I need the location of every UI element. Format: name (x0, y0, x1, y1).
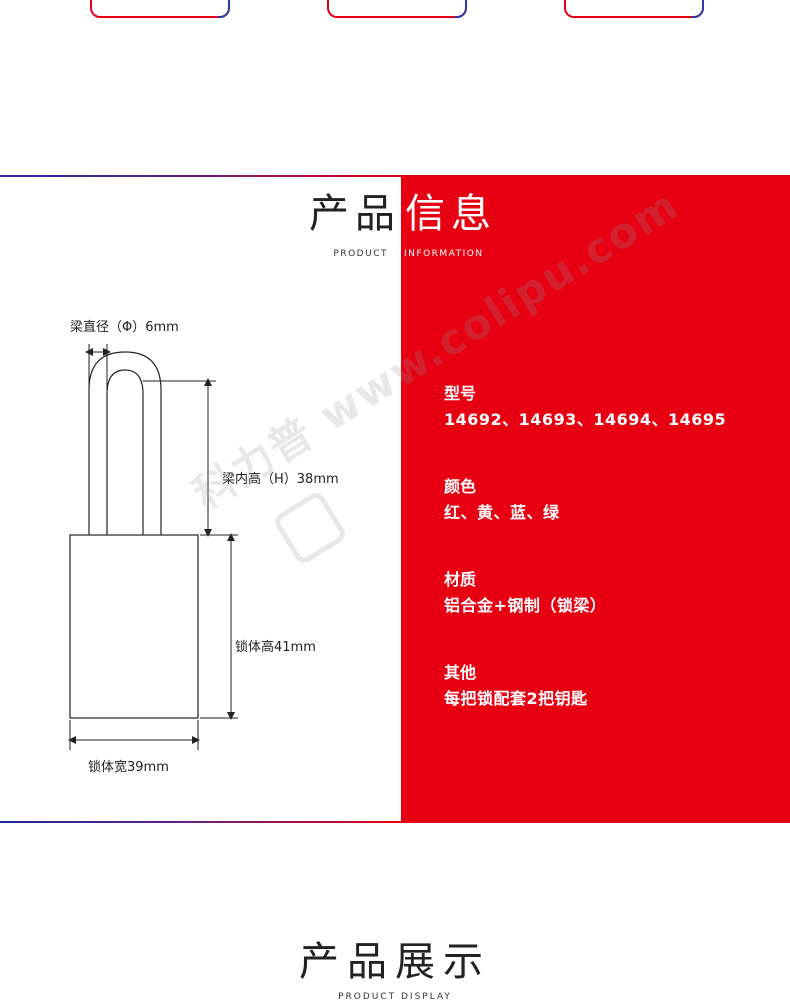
shackle-outer-outline (88, 351, 162, 535)
top-tab-button-2[interactable] (327, 0, 467, 18)
spec-label-material: 材质 (444, 570, 477, 589)
label-shackle-diameter: 梁直径（Φ）6mm (70, 320, 179, 335)
padlock-dimension-diagram (68, 344, 238, 750)
spec-label-color: 颜色 (444, 477, 477, 496)
display-section-title: 产品展示 (299, 939, 491, 985)
lock-body-outline (69, 534, 199, 719)
shackle-inner-outline (106, 369, 144, 535)
section-title-right: 信息 (405, 191, 497, 237)
spec-value-model: 14692、14693、14694、14695 (444, 410, 727, 429)
spec-label-other: 其他 (444, 663, 477, 682)
top-tab-button-3[interactable] (564, 0, 704, 18)
spec-value-color: 红、黄、蓝、绿 (444, 503, 560, 522)
spec-label-model: 型号 (444, 384, 477, 403)
top-tab-button-1[interactable] (90, 0, 230, 18)
section-subtitle-right: INFORMATION (404, 249, 484, 259)
section-bottom-line (0, 821, 790, 823)
spec-value-material: 铝合金+钢制（锁梁） (444, 596, 607, 615)
display-section-subtitle: PRODUCT DISPLAY (338, 992, 452, 1002)
red-info-panel (401, 176, 790, 822)
section-title-left: 产品 (309, 191, 401, 237)
label-body-height: 锁体高41mm (235, 640, 316, 655)
label-body-width: 锁体宽39mm (88, 760, 169, 775)
spec-value-other: 每把锁配套2把钥匙 (444, 689, 588, 708)
section-top-line (0, 175, 790, 177)
label-shackle-inner-height: 梁内高（H）38mm (222, 472, 339, 487)
section-subtitle-left: PRODUCT (333, 249, 388, 259)
